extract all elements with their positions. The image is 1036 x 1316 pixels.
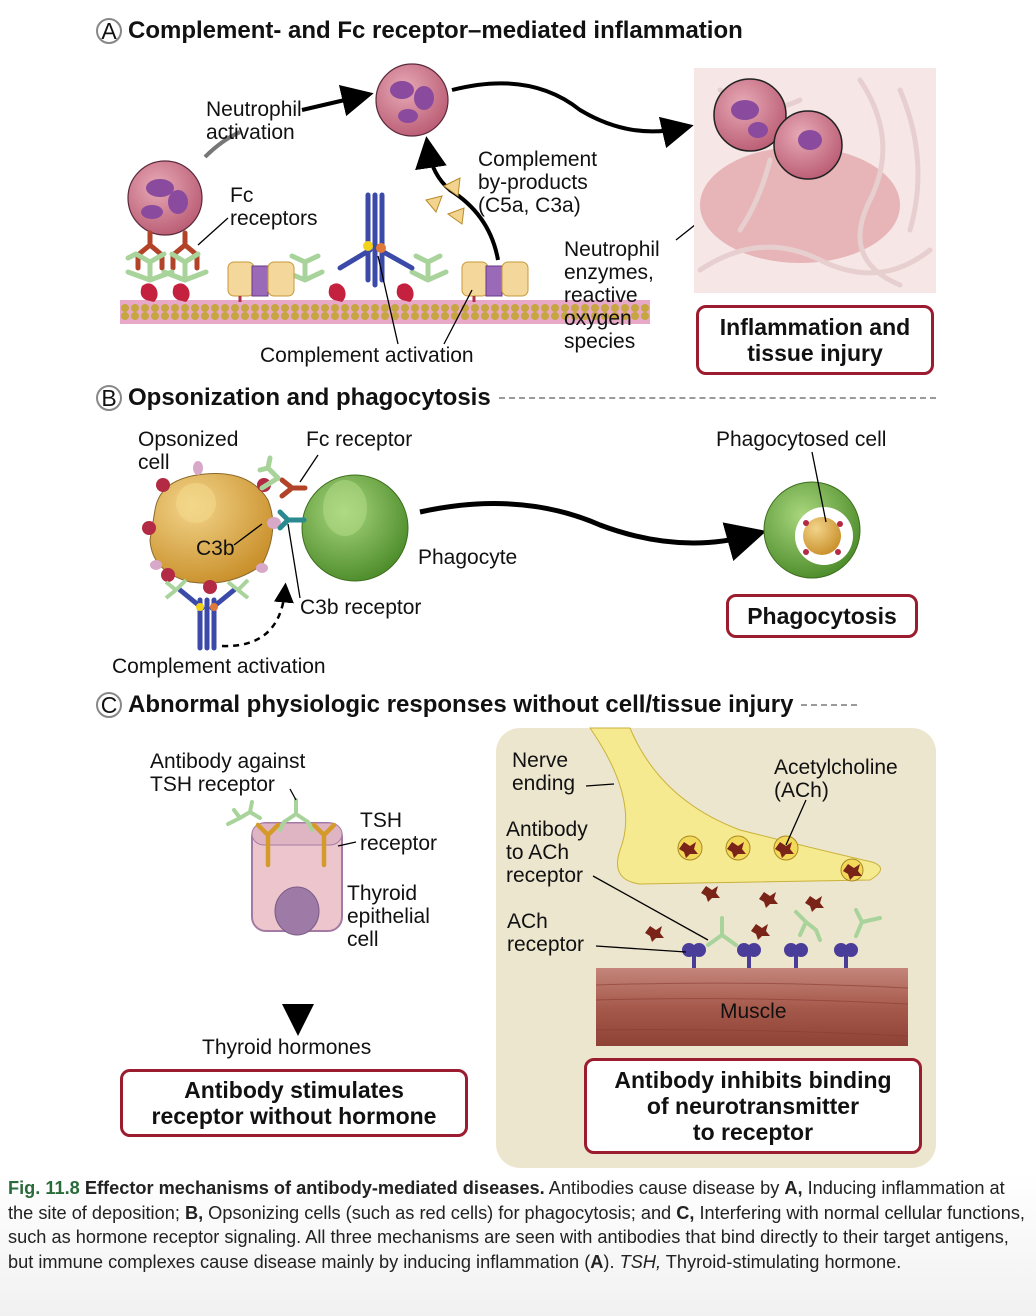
panel-b-illustration — [142, 451, 861, 651]
opsonized-cell — [149, 473, 274, 584]
label-fc-receptor: Fc receptor — [306, 428, 413, 451]
caption-text: Interfering with normal cellular functio… — [8, 1202, 1025, 1272]
antigens — [140, 283, 414, 302]
caption-ref-c: C, — [676, 1202, 695, 1223]
neutrophil-cell — [127, 160, 203, 236]
label-nerve-ending: Nerve ending — [512, 749, 576, 795]
label-neutrophil-activation: Neutrophil activation — [206, 98, 302, 144]
caption-text: Inducing inflammation at the site of dep… — [8, 1178, 1005, 1223]
leader-line-antibody-tsh — [289, 788, 297, 801]
label-antibody-ach: Antibody to ACh receptor — [506, 818, 588, 887]
dashed-arrow — [221, 582, 294, 648]
label-thyroid-hormones: Thyroid hormones — [202, 1036, 372, 1059]
panel-b-letter: B — [96, 385, 122, 411]
leader-lines-b — [233, 451, 827, 599]
label-fc-receptors: Fc receptors — [230, 184, 318, 230]
membrane-protein — [227, 261, 295, 302]
section-divider — [801, 704, 858, 706]
outcome-phagocytosis: Phagocytosis — [726, 594, 918, 638]
muscle-fiber — [596, 968, 908, 1046]
c3b-receptor — [277, 509, 307, 531]
arrow-to-activated — [301, 84, 374, 117]
panel-a-title-text: Complement- and Fc receptor–mediated inf… — [128, 17, 743, 44]
caption-ref-a: A — [590, 1251, 604, 1272]
acetylcholine-molecules — [645, 842, 862, 942]
nerve-ending — [589, 727, 881, 885]
label-acetylcholine: Acetylcholine (ACh) — [774, 756, 898, 802]
anti-tsh-antibodies — [226, 798, 314, 832]
label-ach-receptor: ACh receptor — [507, 910, 585, 956]
caption-abbreviation: TSH, — [619, 1251, 662, 1272]
tsh-receptors — [255, 822, 337, 868]
phagocytosed-cell-image — [763, 481, 861, 579]
leader-line-tsh — [337, 841, 357, 847]
activated-neutrophil — [375, 63, 449, 137]
label-phagocyte: Phagocyte — [418, 546, 518, 569]
caption-title: Effector mechanisms of antibody-mediated… — [84, 1178, 545, 1198]
panel-c-letter: C — [96, 692, 122, 718]
label-c3b-receptor: C3b receptor — [300, 596, 422, 619]
label-complement-activation-b: Complement activation — [112, 655, 326, 678]
panel-b-title: B Opsonization and phagocytosis — [96, 384, 936, 412]
complement-complex — [337, 192, 415, 288]
panel-a-title: A Complement- and Fc receptor–mediated i… — [96, 17, 743, 45]
arrow-to-phagocytosis — [419, 501, 767, 561]
figure-caption: Fig. 11.8 Effector mechanisms of antibod… — [0, 1172, 1036, 1316]
caption-text: Opsonizing cells (such as red cells) for… — [203, 1202, 677, 1223]
leader-lines-c — [585, 783, 807, 953]
label-complement-activation-a: Complement activation — [260, 344, 474, 367]
section-divider — [498, 397, 936, 399]
caption-text: Thyroid-stimulating hormone. — [661, 1251, 902, 1272]
label-opsonized-cell: Opsonized cell — [138, 428, 239, 474]
panel-b-title-text: Opsonization and phagocytosis — [128, 384, 491, 411]
caption-text: ). — [603, 1251, 620, 1272]
cell-membrane — [120, 300, 650, 324]
arrow-neutrophil-activation — [203, 130, 241, 159]
antibodies — [125, 251, 449, 283]
membrane-protein — [461, 261, 529, 302]
caption-ref-b: B, — [184, 1202, 204, 1223]
label-muscle: Muscle — [720, 1000, 787, 1023]
thyroid-cell — [251, 822, 343, 936]
label-neutrophil-enzymes: Neutrophil enzymes, reactive oxygen spec… — [564, 238, 660, 353]
fc-receptor — [279, 477, 308, 499]
outcome-antibody-inhibits: Antibody inhibits binding of neurotransm… — [584, 1058, 922, 1154]
arrow-to-tissue — [451, 81, 694, 149]
label-antibody-tsh: Antibody against TSH receptor — [150, 750, 306, 796]
panel-a-letter: A — [96, 18, 122, 44]
caption-text: Antibodies cause disease by — [544, 1178, 785, 1198]
outcome-antibody-stimulates: Antibody stimulates receptor without hor… — [120, 1069, 468, 1137]
panel-c-title: C Abnormal physiologic responses without… — [96, 691, 936, 719]
antibody — [257, 455, 281, 491]
outcome-inflammation: Inflammation and tissue injury — [696, 305, 934, 375]
c3b-fragments — [150, 461, 281, 573]
caption-ref-a: A, — [784, 1178, 803, 1198]
label-phagocytosed-cell: Phagocytosed cell — [716, 428, 887, 451]
complement-byproducts — [425, 177, 465, 225]
tissue-injury-image — [694, 68, 936, 293]
panel-a-illustration — [120, 63, 936, 345]
complement-complex — [177, 587, 237, 651]
caption-fig-number: Fig. 11.8 — [8, 1178, 80, 1198]
label-tsh-receptor: TSH receptor — [360, 809, 438, 855]
phagocyte-cell — [301, 474, 409, 582]
anti-ach-antibodies — [706, 908, 882, 947]
label-thyroid-cell: Thyroid epithelial cell — [347, 882, 430, 951]
ach-receptors — [682, 943, 858, 968]
panel-c-title-text: Abnormal physiologic responses without c… — [128, 691, 794, 718]
label-complement-byproducts: Complement by-products (C5a, C3a) — [478, 148, 598, 217]
label-c3b: C3b — [196, 537, 235, 560]
